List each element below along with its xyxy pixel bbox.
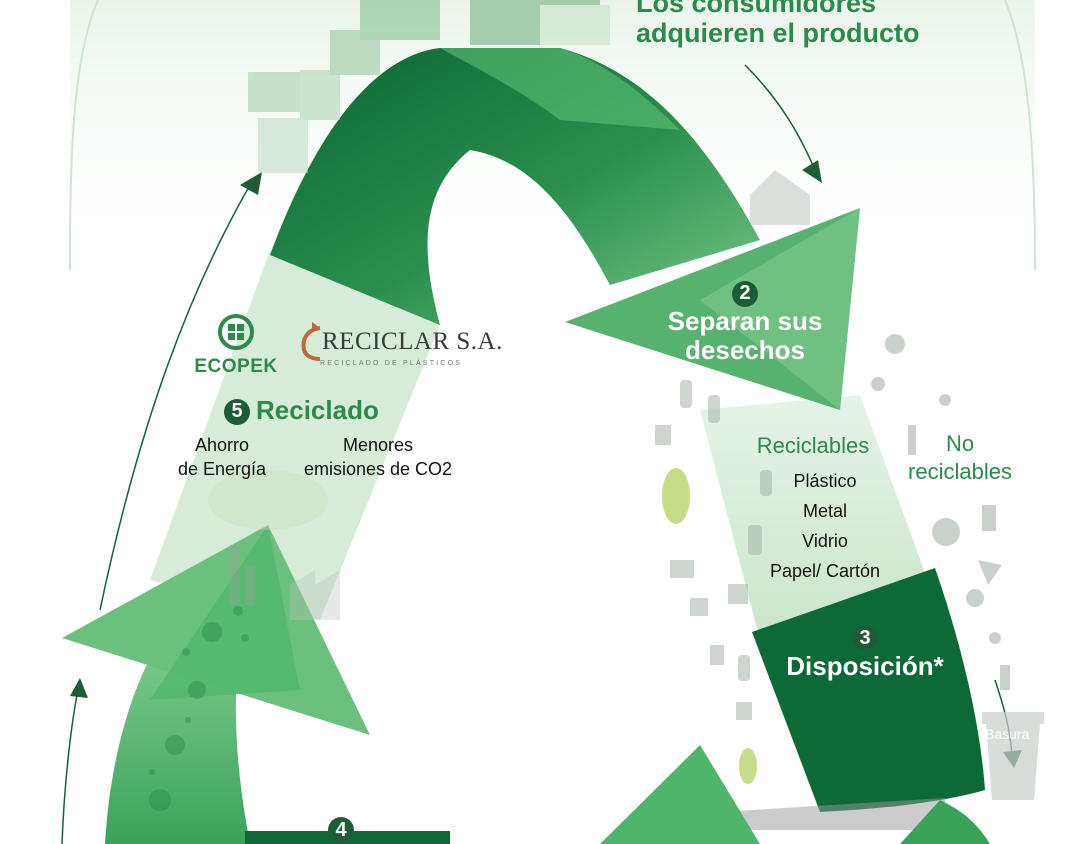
step3-label: 3 Disposición* [770, 620, 960, 681]
bottle-icons [662, 468, 757, 784]
benefit-emissions-line1: Menores [342, 435, 414, 455]
factory-illustration [208, 470, 340, 620]
recyclables-list: Plástico Metal Vidrio Papel/ Cartón [755, 466, 895, 586]
non-recyclables-title: No reciclables [898, 430, 1022, 486]
step5-number: 5 [224, 398, 250, 425]
bottom-right-band [900, 800, 990, 844]
step5-text: Reciclado [256, 395, 379, 425]
background-outline [69, 0, 1036, 271]
bottom-right-arrow [600, 745, 760, 844]
non-recyclables-line1: No [945, 431, 975, 456]
recyclable-item: Vidrio [802, 531, 848, 551]
bin-label: Basura [985, 726, 1030, 742]
step4-number: 4 [328, 817, 354, 843]
ecopek-logo-text: ECOPEK [194, 356, 278, 377]
step3-text: Disposición* [786, 651, 944, 681]
recyclable-item: Papel/ Cartón [769, 561, 881, 581]
recyclable-item: Metal [802, 501, 847, 521]
step3-number: 3 [852, 625, 878, 651]
non-recyclables-line2: reciclables [908, 459, 1012, 484]
reciclar-logo-text: RECICLAR S.A. [322, 328, 503, 355]
ecopek-logo: ECOPEK [186, 313, 286, 378]
reciclar-logo: RECICLAR S.A. RECICLADO DE PLÁSTICOS [300, 322, 503, 367]
cycle-line-top-right [744, 64, 816, 171]
arrow-head-step2-shade [700, 208, 860, 410]
benefit-emissions: Menores emisiones de CO2 [292, 433, 464, 481]
store-illustration [750, 170, 810, 225]
consumers-title-line1: Los consumidores [636, 0, 877, 18]
cycle-arrowhead-left [240, 172, 262, 195]
left-light-band [150, 250, 440, 620]
city-illustration [248, 0, 610, 173]
cycle-arrowhead-top-right [802, 160, 822, 183]
recyclables-title: Reciclables [756, 433, 870, 458]
benefit-emissions-line2: emisiones de CO2 [303, 459, 453, 479]
left-up-arrow-inner [150, 525, 300, 700]
consumers-title: Los consumidores adquieren el producto [636, 0, 920, 48]
reciclar-logo-subtitle: RECICLADO DE PLÁSTICOS [320, 360, 463, 367]
step2-line2: desechos [685, 334, 805, 365]
trash-bin-icon [982, 712, 1044, 800]
recyclable-item: Plástico [793, 471, 857, 491]
cycle-arrowhead-bottom-left [70, 678, 88, 698]
consumers-title-line2: adquieren el producto [636, 18, 920, 48]
non-recyclable-icons [871, 334, 1010, 690]
recyclable-icons [655, 380, 772, 720]
benefit-energy-line1: Ahorro [194, 435, 250, 455]
step2-number: 2 [732, 280, 758, 307]
ecopek-emblem-icon [218, 314, 254, 350]
benefit-energy-line2: de Energía [177, 459, 267, 479]
step4-label: 4 [328, 817, 354, 843]
step2-label: 2 Separan sus desechos [650, 276, 840, 365]
disposal-band-shadow [720, 798, 945, 830]
disposal-band [752, 568, 985, 812]
top-arrow-highlight [440, 48, 680, 130]
benefit-energy: Ahorro de Energía [168, 433, 276, 481]
cycle-line-bottom-left [61, 689, 79, 844]
reciclar-emblem-icon [301, 322, 321, 361]
bubbles [149, 606, 249, 811]
step2-line1: Separan sus [667, 305, 823, 336]
right-light-band [700, 395, 935, 640]
cycle-line-left [99, 184, 251, 611]
